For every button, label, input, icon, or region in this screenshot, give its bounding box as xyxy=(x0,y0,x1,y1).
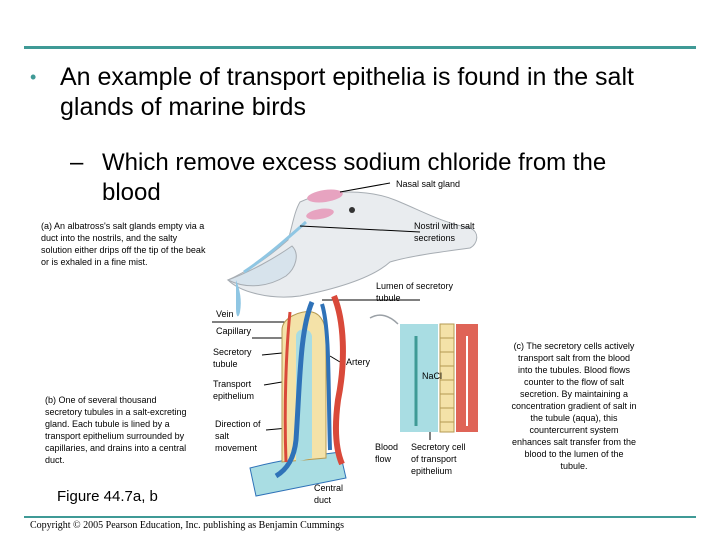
label-blood-flow: Blood flow xyxy=(375,442,399,464)
albatross-head-illustration xyxy=(226,189,478,317)
top-divider xyxy=(24,46,696,49)
label-artery: Artery xyxy=(346,357,371,367)
figure-reference: Figure 44.7a, b xyxy=(57,488,158,505)
label-capillary: Capillary xyxy=(216,326,252,336)
caption-c: (c) The secretory cells actively transpo… xyxy=(511,341,637,471)
label-secretory-cell: Secretory cell of transport epithelium xyxy=(411,442,466,476)
label-transport-epithelium: Transport epithelium xyxy=(213,379,255,401)
label-nostril: Nostril with salt secretions xyxy=(414,221,475,243)
epithelium-detail xyxy=(400,323,478,433)
label-direction: Direction of salt movement xyxy=(215,419,261,453)
label-central-duct: Central duct xyxy=(314,483,344,505)
caption-b: (b) One of several thousand secretory tu… xyxy=(45,395,187,465)
label-vein: Vein xyxy=(216,309,234,319)
label-nacl: NaCl xyxy=(422,371,443,381)
bullet-text: An example of transport epithelia is fou… xyxy=(60,63,634,121)
sub-bullet-text: Which remove excess sodium chloride from… xyxy=(102,149,607,206)
copyright-notice: Copyright © 2005 Pearson Education, Inc.… xyxy=(30,520,344,531)
label-secretory-tubule: Secretory tubule xyxy=(213,347,252,369)
bottom-divider xyxy=(24,516,696,518)
caption-a: (a) An albatross's salt glands empty via… xyxy=(41,221,206,267)
label-nasal-salt-gland: Nasal salt gland xyxy=(396,179,461,189)
bullet-mark: • xyxy=(30,67,37,87)
sub-bullet-mark: – xyxy=(70,149,84,176)
label-lumen: Lumen of secretory tubule xyxy=(376,281,454,303)
